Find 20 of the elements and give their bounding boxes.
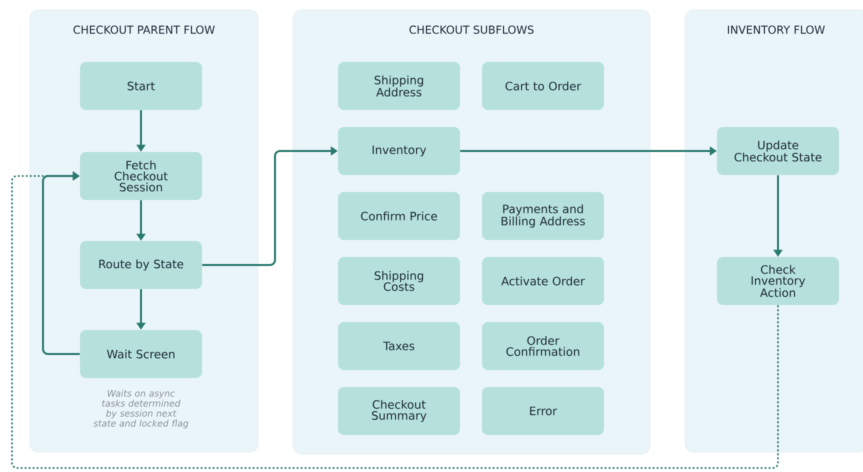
- process-box: Shipping Costs: [338, 257, 460, 305]
- process-box: Taxes: [338, 322, 460, 370]
- process-box: Checkout Summary: [338, 387, 460, 435]
- process-box: Error: [482, 387, 604, 435]
- process-box: Shipping Address: [338, 62, 460, 110]
- process-box: Route by State: [80, 241, 202, 289]
- arrow: [42, 171, 80, 355]
- process-box: Activate Order: [482, 257, 604, 305]
- process-box: Payments and Billing Address: [482, 192, 604, 240]
- process-box: Update Checkout State: [717, 127, 839, 175]
- note-text: Waits on async tasks determined by session next state and locked flag: [94, 390, 188, 428]
- process-box: Wait Screen: [80, 330, 202, 378]
- arrow: [11, 171, 779, 469]
- process-box: Check Inventory Action: [717, 257, 839, 305]
- process-box: Fetch Checkout Session: [80, 152, 202, 200]
- process-box: Order Confirmation: [482, 322, 604, 370]
- process-box: Start: [80, 62, 202, 110]
- process-box: Cart to Order: [482, 62, 604, 110]
- process-box: Confirm Price: [338, 192, 460, 240]
- process-box: Inventory: [338, 127, 460, 175]
